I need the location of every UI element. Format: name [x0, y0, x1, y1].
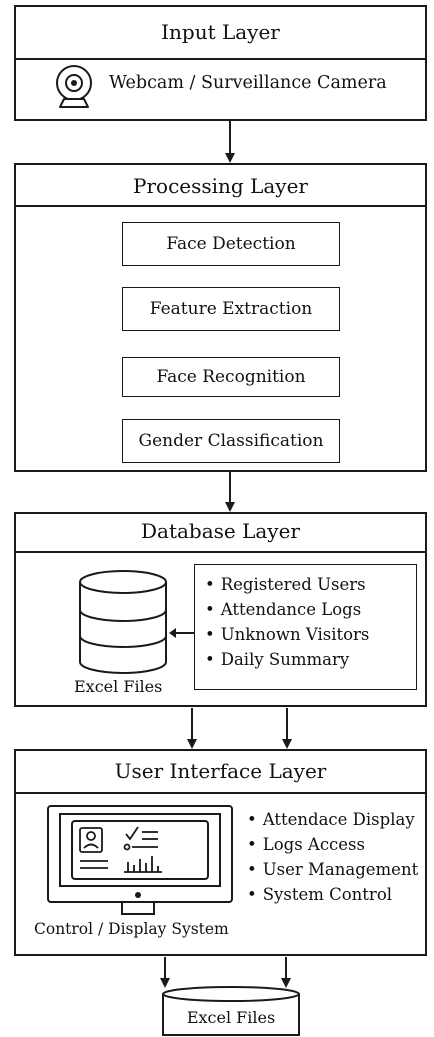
- webcam-icon: [56, 65, 92, 108]
- ui-items-list: Attendace Display Logs Access User Manag…: [247, 807, 418, 907]
- database-items-box: Registered Users Attendance Logs Unknown…: [194, 564, 417, 690]
- ui-layer-box: User Interface Layer: [14, 749, 427, 956]
- database-item-unknown-visitors: Unknown Visitors: [205, 622, 370, 647]
- database-storage-label: Excel Files: [74, 677, 163, 696]
- database-layer-divider: [16, 551, 425, 553]
- database-layer-box: Database Layer Excel Files Registered Us…: [14, 512, 427, 707]
- processing-layer-divider: [16, 205, 425, 207]
- input-layer-title: Input Layer: [161, 20, 280, 44]
- database-layer-title: Database Layer: [140, 519, 300, 543]
- input-layer-divider: [16, 58, 425, 60]
- input-device-label: Webcam / Surveillance Camera: [109, 73, 387, 93]
- database-item-registered-users: Registered Users: [205, 572, 369, 597]
- ui-item-attendance-display: Attendace Display: [247, 807, 418, 832]
- input-layer-box: Input Layer Webcam / Surveillance Camera: [14, 5, 427, 121]
- ui-item-system-control: System Control: [247, 882, 418, 907]
- database-items-list: Registered Users Attendance Logs Unknown…: [205, 572, 370, 672]
- processing-layer-title: Processing Layer: [133, 174, 308, 198]
- database-item-daily-summary: Daily Summary: [205, 647, 369, 672]
- ui-item-user-management: User Management: [247, 857, 418, 882]
- step-gender-classification: Gender Classification: [122, 419, 340, 463]
- ui-monitor-label: Control / Display System: [34, 920, 229, 938]
- database-item-attendance-logs: Attendance Logs: [205, 597, 369, 622]
- cylinder-storage-icon: [162, 986, 300, 1036]
- monitor-dashboard-icon: [47, 805, 233, 915]
- processing-layer-box: Processing Layer Face Detection Feature …: [14, 163, 427, 472]
- step-face-recognition: Face Recognition: [122, 357, 340, 397]
- ui-layer-title: User Interface Layer: [114, 759, 327, 783]
- ui-layer-divider: [16, 792, 425, 794]
- step-face-detection: Face Detection: [122, 222, 340, 266]
- output-storage-label: Excel Files: [186, 1008, 276, 1027]
- database-icon: [79, 570, 167, 674]
- step-feature-extraction: Feature Extraction: [122, 287, 340, 331]
- ui-item-logs-access: Logs Access: [247, 832, 418, 857]
